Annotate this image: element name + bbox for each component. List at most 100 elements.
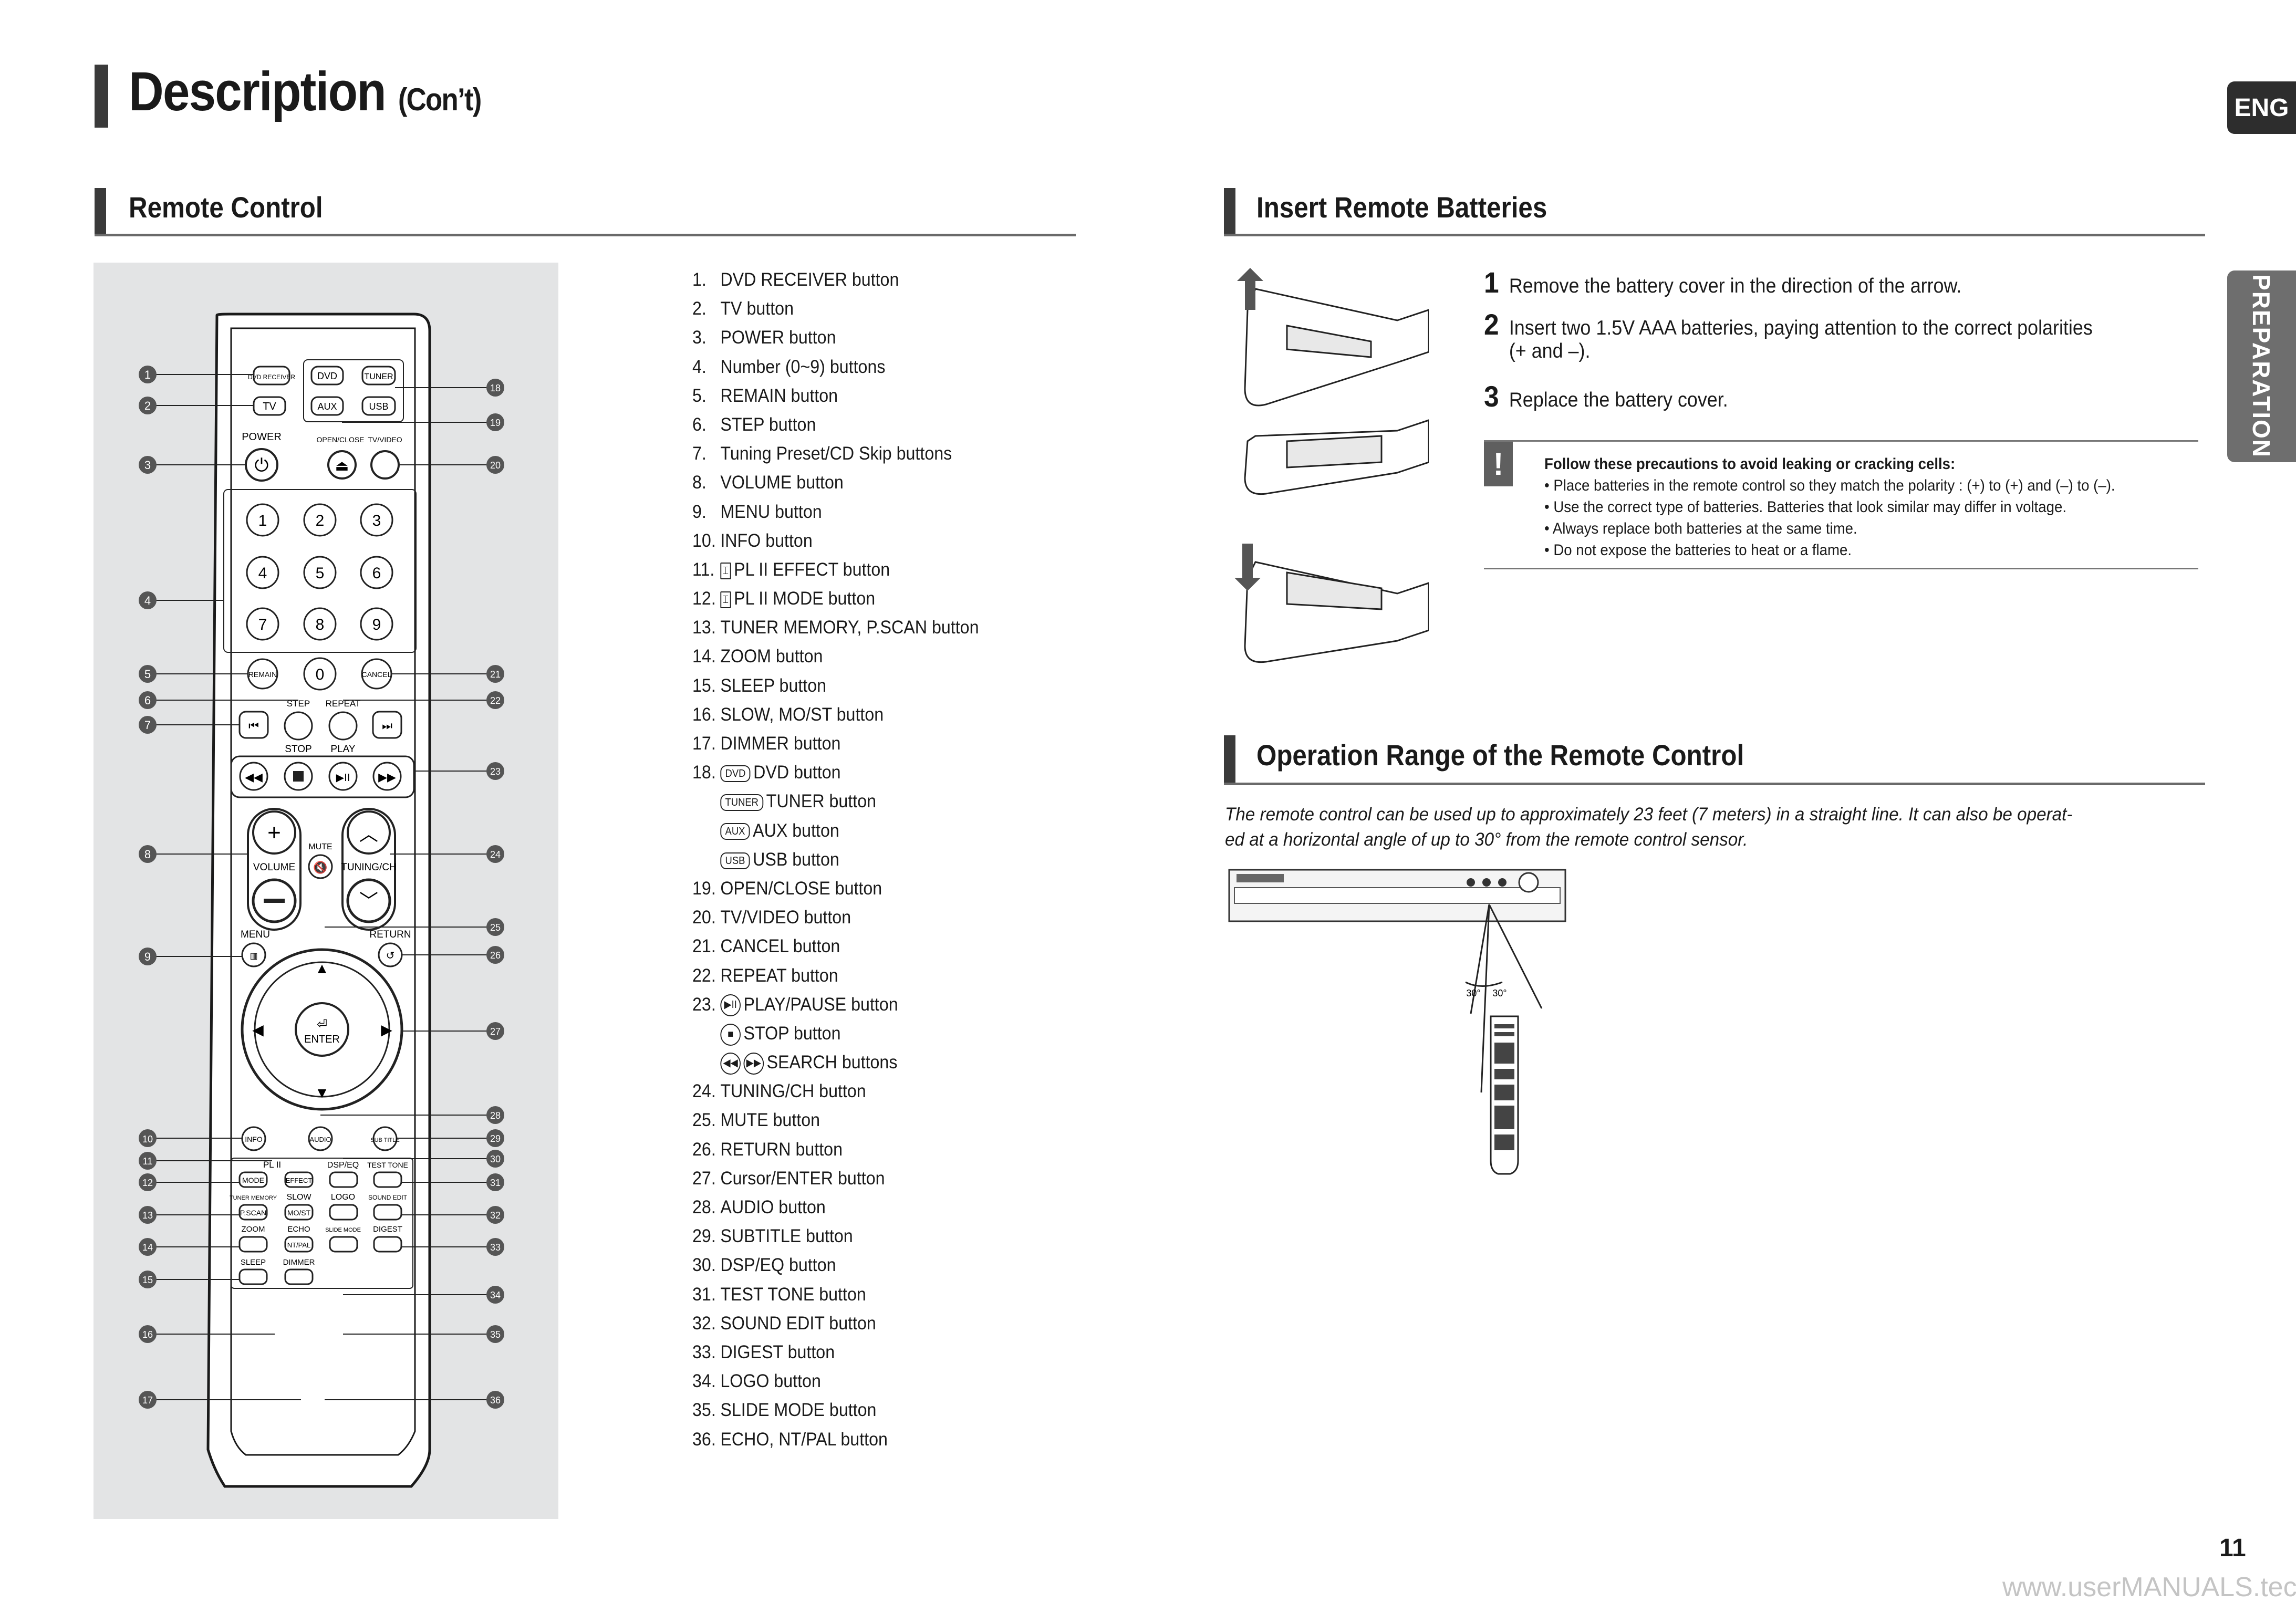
list-item: 13.TUNER MEMORY, P.SCAN button <box>692 617 979 638</box>
logo-label: LOGO <box>331 1193 355 1202</box>
sound-edit-button <box>373 1204 402 1221</box>
svg-text:5: 5 <box>144 668 151 681</box>
list-item: 30.DSP/EQ button <box>692 1255 836 1276</box>
range-description-line: ed at a horizontal angle of up to 30° fr… <box>1225 829 1748 850</box>
batteries-heading: Insert Remote Batteries <box>1256 191 1547 224</box>
power-label: POWER <box>242 431 282 443</box>
list-item: 17.DIMMER button <box>692 733 841 754</box>
list-item: 35.SLIDE MODE button <box>692 1400 877 1421</box>
callout-16: 16 <box>139 1325 157 1343</box>
receiver-button <box>1467 878 1475 887</box>
tuner-button <box>361 366 396 386</box>
range-description: The remote control can be used up to app… <box>1225 802 2072 852</box>
list-item: 28.AUDIO button <box>692 1197 826 1217</box>
svg-text:25: 25 <box>490 922 501 933</box>
open-close-button <box>327 450 357 480</box>
batteries-in-slot <box>1286 435 1383 469</box>
callout-34: 34 <box>486 1286 504 1304</box>
svg-text:15: 15 <box>142 1275 153 1285</box>
svg-text:29: 29 <box>490 1133 501 1144</box>
zoom-button <box>238 1236 268 1253</box>
callout-10: 10 <box>139 1129 157 1147</box>
mute-icon: 🔇 <box>313 861 327 874</box>
batteries-heading-bar <box>1224 188 1235 235</box>
list-item: 36.ECHO, NT/PAL button <box>692 1429 888 1450</box>
number-pad-box <box>223 489 417 653</box>
watermark: www.userMANUALS.tech <box>2002 1572 2296 1602</box>
callout-12: 12 <box>139 1173 157 1191</box>
svg-text:12: 12 <box>142 1178 153 1188</box>
transport-box <box>230 755 415 798</box>
list-item: 16.SLOW, MO/ST button <box>692 704 884 725</box>
slide-mode-button <box>329 1236 358 1253</box>
list-item: 20.TV/VIDEO button <box>692 907 851 928</box>
page-subtitle: (Con’t) <box>398 82 482 117</box>
svg-text:1: 1 <box>144 368 151 381</box>
audio-button <box>308 1126 333 1151</box>
mo-st-button <box>284 1204 314 1221</box>
callout-1: 1 <box>139 366 157 383</box>
svg-text:1: 1 <box>258 512 267 529</box>
range-heading: Operation Range of the Remote Control <box>1256 738 1744 772</box>
section-tab: PREPARATION <box>2227 270 2296 462</box>
list-item: 7.Tuning Preset/CD Skip buttons <box>692 443 952 464</box>
play-pause-icon: ▶II <box>720 994 741 1017</box>
svg-text:14: 14 <box>142 1242 153 1253</box>
receiver-display <box>1237 874 1284 882</box>
page-title: Description (Con’t) <box>129 61 482 122</box>
return-label: RETURN <box>369 929 411 940</box>
callout-6: 6 <box>139 691 157 709</box>
svg-text:32: 32 <box>490 1210 501 1221</box>
stop-label: STOP <box>285 744 311 755</box>
volume-up-icon: + <box>267 820 281 846</box>
menu-icon: ▥ <box>250 952 257 961</box>
volume-label: VOLUME <box>253 862 295 873</box>
enter-icon: ⏎ <box>317 1017 327 1032</box>
slow-label: SLOW <box>286 1193 311 1202</box>
callout-32: 32 <box>486 1206 504 1224</box>
section-tab-label: PREPARATION <box>2248 274 2275 458</box>
svg-text:27: 27 <box>490 1026 501 1037</box>
dvd-receiver-label: DVD RECEIVER <box>248 373 295 381</box>
svg-text:21: 21 <box>490 669 501 680</box>
language-tab: ENG <box>2227 81 2296 134</box>
tv-video-button <box>370 450 400 480</box>
tv-label: TV <box>263 401 276 412</box>
fast-forward-button <box>372 762 402 791</box>
list-item: 8.VOLUME button <box>692 472 844 493</box>
eject-icon: ⏏ <box>335 457 349 474</box>
list-item: 10.INFO button <box>692 530 813 551</box>
remote-control-illustration: DVD RECEIVER DVD TUNER TV AUX USB POWER … <box>139 313 504 1488</box>
list-item: 3.POWER button <box>692 327 836 348</box>
svg-text:33: 33 <box>490 1242 501 1253</box>
caution-item: • Always replace both batteries at the s… <box>1544 520 1857 537</box>
receiver-front-panel <box>1234 887 1561 904</box>
audio-label: AUDIO <box>309 1136 331 1143</box>
digest-label: DIGEST <box>373 1225 402 1234</box>
list-item: 33.DIGEST button <box>692 1341 835 1362</box>
callout-22: 22 <box>486 691 504 709</box>
sleep-label: SLEEP <box>241 1258 266 1267</box>
arrow-down-icon <box>1234 544 1261 591</box>
remote-inner-outline <box>230 327 416 1456</box>
usb-button <box>361 396 396 416</box>
svg-text:0: 0 <box>316 666 325 683</box>
list-item: 11.⌶PL II EFFECT button <box>692 559 890 580</box>
play-pause-button <box>328 762 358 791</box>
tuning-down-button <box>346 878 391 923</box>
svg-text:16: 16 <box>142 1329 153 1340</box>
sound-edit-label: SOUND EDIT <box>368 1194 408 1201</box>
svg-text:28: 28 <box>490 1110 501 1121</box>
list-item: ■STOP button <box>692 1019 979 1048</box>
step-button <box>284 711 313 741</box>
test-tone-label: TEST TONE <box>367 1161 408 1169</box>
svg-text:9: 9 <box>372 616 381 633</box>
play-label: PLAY <box>330 744 356 755</box>
list-item: 4.Number (0~9) buttons <box>692 356 886 377</box>
volume-up-button <box>252 810 296 855</box>
